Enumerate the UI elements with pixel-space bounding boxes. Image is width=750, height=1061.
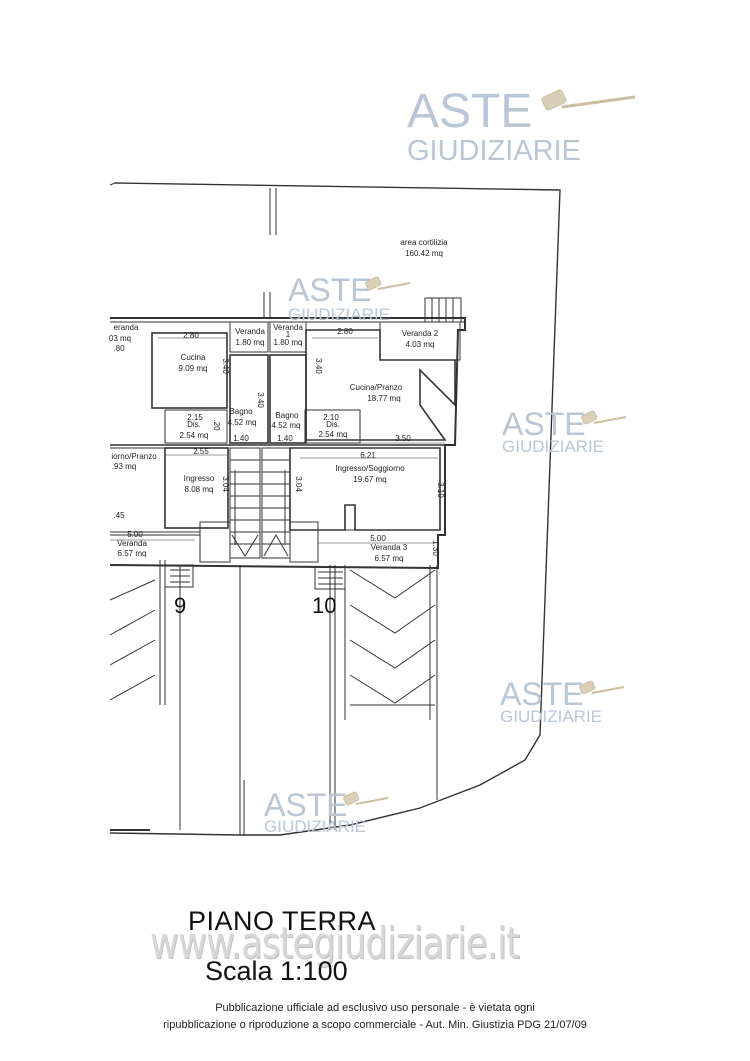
dim-label: .45 bbox=[113, 511, 125, 520]
label-bagno-b: Bagno bbox=[275, 411, 299, 420]
area-dis-a: 2.54 mq bbox=[180, 431, 209, 440]
room-cucina bbox=[151, 332, 228, 409]
dim-label: 3.40 bbox=[256, 392, 265, 408]
svg-text:ASTE: ASTE bbox=[264, 787, 348, 823]
dim-label: .20 bbox=[212, 419, 221, 431]
label-veranda-3: Veranda 3 bbox=[371, 543, 408, 552]
gavel-icon bbox=[581, 410, 627, 425]
room-ingresso-soggiorno bbox=[289, 447, 441, 531]
area-veranda-1: 1.80 mq bbox=[274, 338, 303, 347]
label-veranda-1-sub: 1 bbox=[286, 330, 291, 339]
room-ingresso bbox=[164, 447, 229, 529]
dim-label: 5.00 bbox=[127, 530, 143, 539]
area-dis-b: 2.54 mq bbox=[319, 430, 348, 439]
dim-label: 2.80 bbox=[337, 327, 353, 336]
dim-label: 3.04 bbox=[294, 476, 303, 492]
parking-marks-right bbox=[349, 569, 436, 599]
area-veranda-3: 6.57 mq bbox=[375, 554, 404, 563]
label-soggiorno-left: iorno/Pranzo bbox=[111, 452, 157, 461]
dim-veranda-left: .80 bbox=[113, 344, 125, 353]
svg-text:ASTE: ASTE bbox=[502, 406, 586, 442]
dimension-labels: 2.80 3.40 3.40 2.80 3.40 2.15 .20 1.40 1… bbox=[113, 327, 445, 556]
footer-line-1: Pubblicazione ufficiale ad esclusivo uso… bbox=[215, 1002, 535, 1014]
footer-line-2: ripubblicazione o riproduzione a scopo c… bbox=[163, 1019, 587, 1031]
label-ingresso: Ingresso bbox=[184, 474, 215, 483]
dim-label: 2.80 bbox=[183, 331, 199, 340]
label-bagno-a: Bagno bbox=[229, 407, 253, 416]
watermark-logo-1: ASTE GIUDIZIARIE bbox=[407, 85, 636, 167]
area-veranda-left: 03 mq bbox=[109, 334, 131, 343]
area-veranda-2: 4.03 mq bbox=[406, 340, 435, 349]
label-area-cortilizia: area cortilizia bbox=[400, 238, 448, 247]
gavel-icon bbox=[541, 89, 636, 111]
svg-text:GIUDIZIARIE: GIUDIZIARIE bbox=[288, 305, 390, 324]
area-ingresso: 8.08 mq bbox=[185, 485, 214, 494]
watermark-logo-4: ASTE GIUDIZIARIE bbox=[500, 676, 625, 726]
unit-number-10: 10 bbox=[312, 593, 336, 618]
room-dis-a bbox=[164, 409, 228, 444]
dim-label: 2.15 bbox=[187, 413, 203, 422]
label-dis-a: Dis. bbox=[187, 420, 201, 429]
label-dis-b: Dis. bbox=[326, 420, 340, 429]
plan-title: PIANO TERRA bbox=[188, 906, 377, 936]
dim-label: 1.40 bbox=[277, 434, 293, 443]
room-veranda-a bbox=[229, 321, 269, 353]
unit-number-9: 9 bbox=[174, 593, 186, 618]
svg-text:GIUDIZIARIE: GIUDIZIARIE bbox=[500, 707, 602, 726]
dim-label: 3.10 bbox=[436, 482, 445, 498]
area-cucina: 9.09 mq bbox=[179, 364, 208, 373]
room-labels: area cortilizia 160.42 mq eranda 03 mq .… bbox=[109, 238, 448, 563]
area-area-cortilizia: 160.42 mq bbox=[405, 249, 443, 258]
dim-label: 3.04 bbox=[221, 476, 230, 492]
gavel-icon bbox=[343, 791, 389, 806]
dim-label: 1.40 bbox=[233, 434, 249, 443]
svg-text:GIUDIZIARIE: GIUDIZIARIE bbox=[407, 135, 581, 167]
label-veranda-left: eranda bbox=[114, 323, 139, 332]
dim-label: 5.00 bbox=[370, 534, 386, 543]
svg-text:ASTE: ASTE bbox=[288, 272, 372, 308]
label-veranda-b: Veranda bbox=[117, 539, 147, 548]
label-ingresso-soggiorno: Ingresso/Soggiorno bbox=[335, 464, 405, 473]
dim-label: 2.55 bbox=[193, 447, 209, 456]
dim-label: 3.50 bbox=[395, 434, 411, 443]
svg-text:GIUDIZIARIE: GIUDIZIARIE bbox=[264, 817, 366, 836]
staircase-right bbox=[261, 447, 291, 559]
watermark-logo-2: ASTE GIUDIZIARIE bbox=[288, 272, 411, 324]
dim-label: 6.21 bbox=[360, 451, 376, 460]
label-cucina-pranzo: Cucina/Pranzo bbox=[350, 383, 403, 392]
courtyard-boundary bbox=[109, 182, 561, 836]
svg-text:GIUDIZIARIE: GIUDIZIARIE bbox=[502, 437, 604, 456]
label-veranda-1: Veranda bbox=[273, 323, 303, 332]
dim-label: 3.40 bbox=[221, 358, 230, 374]
gavel-icon bbox=[365, 276, 411, 291]
area-ingresso-soggiorno: 19.67 mq bbox=[353, 475, 386, 484]
area-veranda-a: 1.80 mq bbox=[236, 338, 265, 347]
room-bagno-a bbox=[229, 354, 269, 444]
svg-text:ASTE: ASTE bbox=[407, 85, 532, 138]
dim-label: 1.30 bbox=[431, 540, 440, 556]
area-soggiorno-left: .93 mq bbox=[112, 462, 136, 471]
area-bagno-b: 4.52 mq bbox=[272, 421, 301, 430]
watermark-logo-3: ASTE GIUDIZIARIE bbox=[502, 406, 627, 456]
area-bagno-a: 4.52 mq bbox=[228, 418, 257, 427]
label-veranda-2: Veranda 2 bbox=[402, 329, 439, 338]
parking-marks-left bbox=[109, 579, 156, 701]
area-veranda-b: 6.57 mq bbox=[118, 549, 147, 558]
staircase-left bbox=[229, 447, 261, 559]
label-cucina: Cucina bbox=[181, 353, 206, 362]
top-wall-left bbox=[109, 182, 116, 186]
svg-text:ASTE: ASTE bbox=[500, 676, 584, 712]
gavel-icon bbox=[579, 680, 625, 695]
watermark-logo-5: ASTE GIUDIZIARIE bbox=[264, 787, 389, 836]
room-veranda-2 bbox=[379, 321, 461, 361]
label-veranda-a: Veranda bbox=[235, 327, 265, 336]
dim-label: 3.40 bbox=[314, 358, 323, 374]
area-cucina-pranzo: 18.77 mq bbox=[367, 394, 400, 403]
plan-scale: Scala 1:100 bbox=[205, 956, 348, 986]
dim-label: 2.10 bbox=[323, 413, 339, 422]
website-watermark: www.astegiudiziarie.it bbox=[150, 918, 520, 969]
stair-landing bbox=[424, 297, 462, 323]
